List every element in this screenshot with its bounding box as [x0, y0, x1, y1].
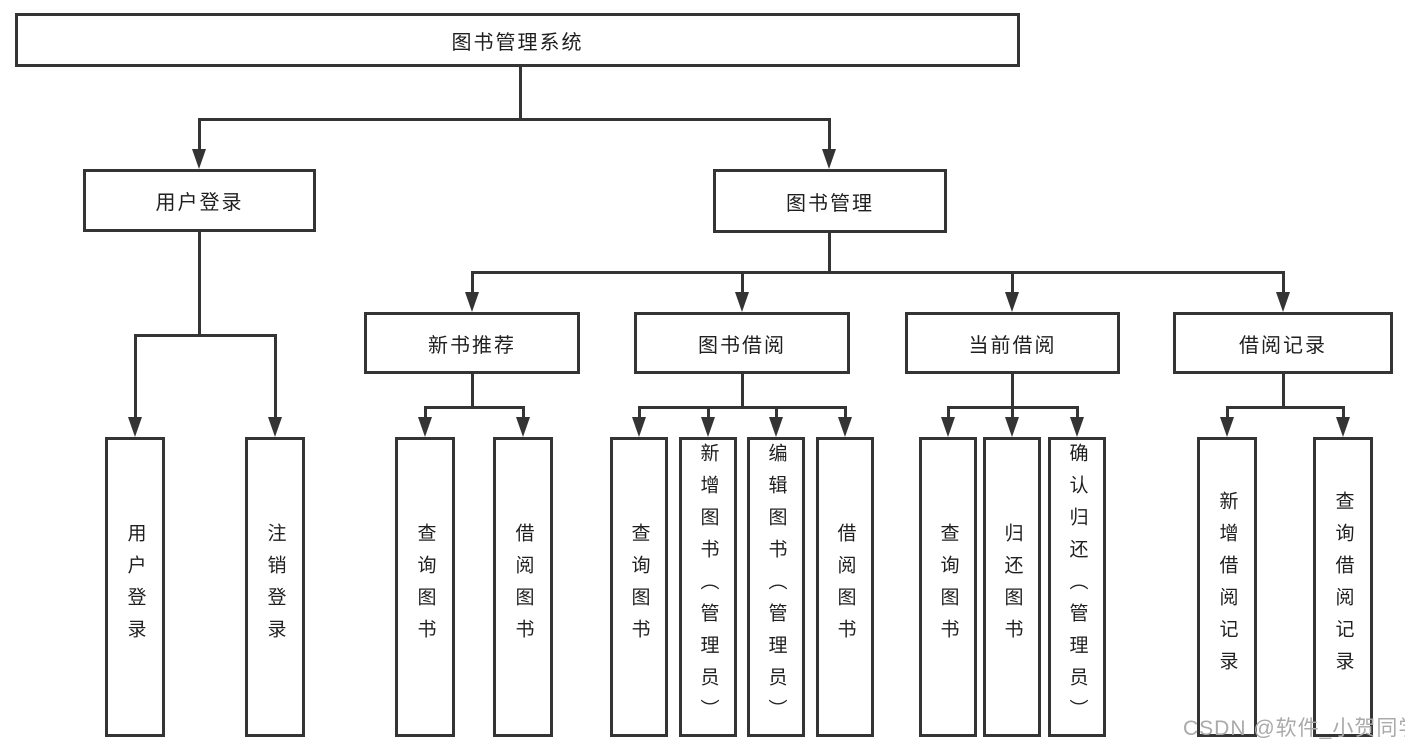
arrow-to-leaf-logout: [268, 417, 282, 437]
leaf-user-login-label: 用户登录: [124, 523, 146, 651]
node-root: 图书管理系统: [15, 13, 1020, 67]
watermark: CSDN @软件_小贺同学: [1183, 717, 1405, 740]
connector-leaf-borrow-books-recommend-stem: [522, 406, 525, 420]
leaf-return-book-label: 归还图书: [1001, 523, 1023, 651]
leaf-return-book: 归还图书: [983, 437, 1041, 737]
arrow-to-user-login: [192, 149, 206, 169]
connector-new-book-recommend-split-stub: [471, 374, 474, 409]
leaf-query-books-recommend-label: 查询图书: [414, 523, 436, 651]
node-book-management-label: 图书管理: [786, 192, 874, 215]
arrow-to-leaf-edit-book: [769, 417, 783, 437]
arrow-to-book-management: [822, 149, 836, 169]
arrow-to-leaf-query-borrow-record: [1336, 417, 1350, 437]
node-user-login: 用户登录: [83, 169, 316, 232]
connector-borrow-records-hline: [1226, 406, 1344, 409]
leaf-borrow-books-recommend-label: 借阅图书: [512, 523, 534, 651]
arrow-to-leaf-user-login: [128, 417, 142, 437]
connector-book-borrow-split-stub: [741, 374, 744, 409]
connector-leaf-query-books-borrow-stem: [638, 406, 641, 420]
node-book-management: 图书管理: [713, 169, 947, 233]
arrow-to-current-borrow: [1005, 292, 1019, 312]
connector-leaf-user-login-stem: [134, 334, 137, 420]
arrow-to-book-borrow: [735, 292, 749, 312]
leaf-edit-book-admin-label: 编辑图书（管理员）: [765, 443, 787, 731]
leaf-borrow-books: 借阅图书: [816, 437, 874, 737]
leaf-add-borrow-record: 新增借阅记录: [1197, 437, 1257, 737]
connector-leaf-return-book-stem: [1011, 406, 1014, 420]
node-current-borrow: 当前借阅: [905, 312, 1120, 374]
leaf-borrow-books-recommend: 借阅图书: [493, 437, 553, 737]
node-root-label: 图书管理系统: [451, 31, 584, 54]
node-borrow-records: 借阅记录: [1173, 312, 1393, 374]
leaf-borrow-books-label: 借阅图书: [834, 523, 856, 651]
arrow-to-leaf-add-borrow-record: [1220, 417, 1234, 437]
connector-current-borrow-split-stub: [1011, 374, 1014, 409]
leaf-logout-label: 注销登录: [264, 523, 286, 651]
connector-level2-hline: [471, 271, 1284, 274]
leaf-query-books-current-label: 查询图书: [937, 523, 959, 651]
node-new-book-recommend: 新书推荐: [364, 312, 580, 374]
connector-new-book-recommend-hline: [424, 406, 525, 409]
node-borrow-records-label: 借阅记录: [1239, 334, 1327, 357]
leaf-query-books-current: 查询图书: [919, 437, 977, 737]
connector-book-management-split-stub: [828, 233, 831, 274]
connector-book-borrow-hline: [638, 406, 847, 409]
connector-current-borrow-stem: [1011, 271, 1014, 295]
connector-borrow-records-stem: [1282, 271, 1285, 295]
connector-leaf-confirm-return-stem: [1076, 406, 1079, 420]
leaf-query-books-borrow-label: 查询图书: [628, 523, 650, 651]
connector-level1-hline: [198, 118, 831, 121]
arrow-to-leaf-borrow-books-recommend: [516, 417, 530, 437]
connector-leaf-add-book-stem: [707, 406, 710, 420]
arrow-to-leaf-query-books-recommend: [418, 417, 432, 437]
arrow-to-borrow-records: [1276, 292, 1290, 312]
arrow-to-leaf-query-books-borrow: [632, 417, 646, 437]
leaf-edit-book-admin: 编辑图书（管理员）: [747, 437, 805, 737]
arrow-to-leaf-add-book: [701, 417, 715, 437]
connector-user-login-stem: [198, 118, 201, 152]
connector-leaf-query-borrow-record-stem: [1342, 406, 1345, 420]
leaf-confirm-return-admin-label: 确认归还（管理员）: [1066, 443, 1088, 731]
connector-borrow-records-split-stub: [1282, 374, 1285, 409]
arrow-to-new-book-recommend: [465, 292, 479, 312]
leaf-logout: 注销登录: [245, 437, 305, 737]
connector-root-stub: [519, 65, 522, 121]
leaf-query-borrow-record: 查询借阅记录: [1313, 437, 1373, 737]
arrow-to-leaf-return-book: [1005, 417, 1019, 437]
arrow-to-leaf-query-books-current: [941, 417, 955, 437]
leaf-add-book-admin-label: 新增图书（管理员）: [697, 443, 719, 731]
arrow-to-leaf-borrow-books: [838, 417, 852, 437]
node-book-borrow-label: 图书借阅: [698, 334, 786, 357]
connector-book-borrow-stem: [741, 271, 744, 295]
leaf-user-login: 用户登录: [105, 437, 165, 737]
node-book-borrow: 图书借阅: [634, 312, 850, 374]
leaf-query-books-borrow: 查询图书: [610, 437, 668, 737]
connector-book-management-stem: [828, 118, 831, 152]
arrow-to-leaf-confirm-return: [1070, 417, 1084, 437]
connector-user-login-split-stub: [198, 232, 201, 337]
connector-new-book-recommend-stem: [471, 271, 474, 295]
connector-user-login-hline: [134, 334, 277, 337]
leaf-confirm-return-admin: 确认归还（管理员）: [1048, 437, 1106, 737]
leaf-query-books-recommend: 查询图书: [395, 437, 455, 737]
connector-leaf-borrow-books-stem: [844, 406, 847, 420]
connector-leaf-add-borrow-record-stem: [1226, 406, 1229, 420]
connector-leaf-query-books-current-stem: [947, 406, 950, 420]
connector-leaf-edit-book-stem: [775, 406, 778, 420]
node-new-book-recommend-label: 新书推荐: [428, 334, 516, 357]
leaf-add-borrow-record-label: 新增借阅记录: [1216, 491, 1238, 683]
node-current-borrow-label: 当前借阅: [968, 334, 1057, 357]
node-user-login-label: 用户登录: [155, 192, 244, 214]
leaf-add-book-admin: 新增图书（管理员）: [679, 437, 737, 737]
connector-leaf-logout-stem: [274, 334, 277, 420]
connector-leaf-query-books-recommend-stem: [424, 406, 427, 420]
leaf-query-borrow-record-label: 查询借阅记录: [1332, 491, 1354, 683]
